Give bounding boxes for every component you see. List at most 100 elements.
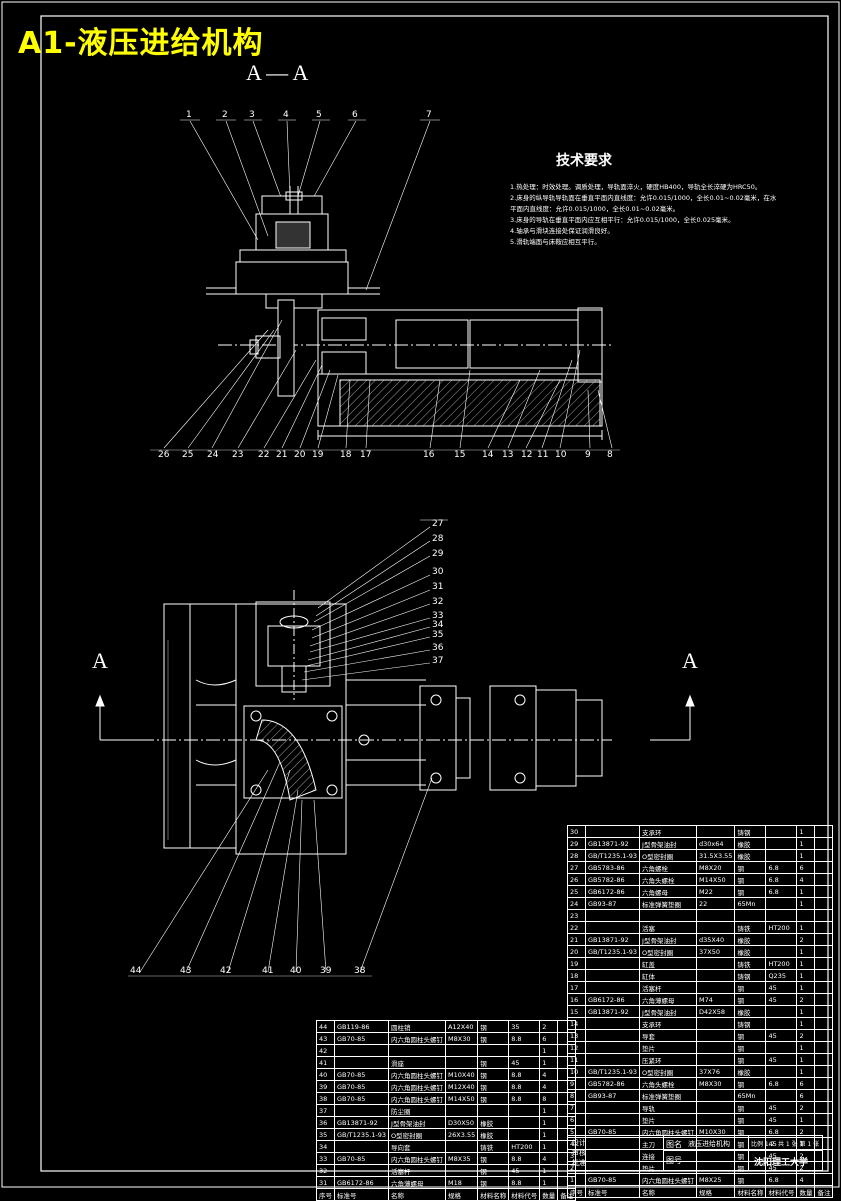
parts-cell: 16 (567, 993, 586, 1006)
plan-view (95, 519, 695, 977)
parts-cell: 6.8 (765, 1173, 798, 1186)
parts-cell: 6.8 (765, 885, 798, 898)
parts-cell: 2 (539, 1020, 559, 1033)
parts-cell: GB/T1235.1-93 (584, 1065, 641, 1078)
parts-cell: 6.8 (765, 861, 798, 874)
parts-cell: 22 (696, 897, 736, 910)
parts-cell (584, 1029, 641, 1042)
parts-cell (814, 909, 834, 922)
callout-number: 10 (555, 450, 567, 460)
section-view-a-a (150, 119, 620, 451)
parts-cell (696, 909, 736, 922)
parts-cell (814, 861, 834, 874)
callout-number: 40 (290, 966, 302, 976)
parts-cell (814, 981, 834, 994)
parts-cell: 导套 (639, 1029, 698, 1042)
parts-cell (445, 1140, 479, 1153)
parts-cell: 1 (796, 981, 816, 994)
parts-cell: 1 (539, 1056, 559, 1069)
callout-number: 30 (432, 567, 444, 577)
parts-cell (765, 1089, 798, 1102)
parts-cell (696, 1053, 736, 1066)
parts-cell: 39 (316, 1080, 335, 1093)
parts-cell: 防尘圈 (388, 1104, 447, 1117)
parts-cell: 六角螺栓 (639, 861, 698, 874)
parts-cell: 17 (567, 981, 586, 994)
parts-header-cell: 规格 (696, 1185, 736, 1198)
callout-number: 39 (320, 966, 332, 976)
callout-number: 32 (432, 597, 444, 607)
parts-cell (445, 1104, 479, 1117)
parts-cell: 43 (316, 1032, 335, 1045)
parts-cell: GB13871-92 (584, 837, 641, 850)
parts-cell: 8 (539, 1092, 559, 1105)
parts-cell: GB/T1235.1-93 (333, 1128, 390, 1141)
parts-cell: 钢 (477, 1032, 510, 1045)
parts-cell: 橡胶 (734, 933, 767, 946)
parts-cell: J型骨架油封 (639, 933, 698, 946)
parts-cell: M10X40 (445, 1068, 479, 1081)
callout-number: 22 (258, 450, 270, 460)
parts-header-row: 序号标准号名称规格材料名称材料代号数量备注 (567, 1185, 834, 1198)
parts-cell: 钢 (477, 1092, 510, 1105)
callout-number: 15 (454, 450, 466, 460)
parts-cell (696, 969, 736, 982)
callout-number: 21 (276, 450, 288, 460)
callout-number: 27 (432, 519, 444, 529)
parts-cell: 6 (796, 1089, 816, 1102)
parts-cell (333, 1104, 390, 1117)
callout-number: 18 (340, 450, 352, 460)
section-label-a-a: A — A (246, 60, 309, 85)
parts-cell (814, 1101, 834, 1114)
parts-cell: 35 (316, 1128, 335, 1141)
parts-cell: 45 (765, 1101, 798, 1114)
parts-cell: 钢 (477, 1080, 510, 1093)
parts-cell: 41 (316, 1056, 335, 1069)
parts-cell (696, 981, 736, 994)
parts-cell: GB6172-86 (333, 1176, 390, 1189)
callout-number: 17 (360, 450, 372, 460)
parts-cell (734, 909, 767, 922)
callout-number: 26 (158, 450, 170, 460)
tech-line: 平面内直线度：允许0.015/1000，全长0.01~0.02毫米。 (510, 205, 680, 213)
check-label: 审核 (572, 1149, 586, 1157)
parts-cell: GB119-86 (333, 1020, 390, 1033)
parts-cell: 36 (316, 1116, 335, 1129)
parts-cell (557, 1044, 577, 1057)
parts-cell: 21 (567, 933, 586, 946)
parts-cell: 6 (796, 1077, 816, 1090)
parts-cell (333, 1140, 390, 1153)
parts-cell: 铸钢 (734, 1017, 767, 1030)
parts-cell: GB70-85 (584, 1173, 641, 1186)
parts-cell: HT200 (765, 921, 798, 934)
parts-cell: 橡胶 (477, 1128, 510, 1141)
parts-cell: 支承环 (639, 825, 698, 838)
parts-cell: GB/T1235.1-93 (584, 945, 641, 958)
parts-cell: 6.8 (765, 1077, 798, 1090)
parts-cell: 8.8 (508, 1080, 541, 1093)
parts-cell: 35 (508, 1020, 541, 1033)
parts-cell: 1 (796, 969, 816, 982)
parts-cell: 橡胶 (734, 1065, 767, 1078)
parts-cell (814, 945, 834, 958)
parts-cell: 38 (316, 1092, 335, 1105)
parts-header-cell: 数量 (796, 1185, 816, 1198)
parts-cell: 1 (796, 885, 816, 898)
callout-number: 25 (182, 450, 194, 460)
parts-cell (814, 849, 834, 862)
parts-cell: 1 (796, 1005, 816, 1018)
parts-cell: 6.8 (765, 873, 798, 886)
callout-number: 9 (585, 450, 591, 460)
parts-cell: 1 (539, 1140, 559, 1153)
